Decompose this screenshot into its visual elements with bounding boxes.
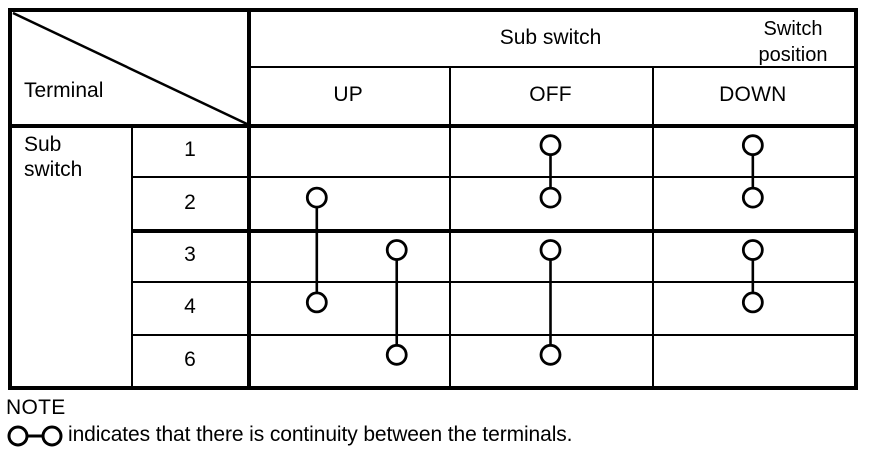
rule-column-2 [652,66,654,386]
terminal-number-1: 1 [184,138,196,162]
row-axis-label: Terminal [24,79,104,102]
terminal-number-3: 3 [184,243,196,266]
rule-terminal-number-column [131,124,133,386]
rule-row-1 [131,176,854,178]
rule-row-4 [131,334,854,336]
column-axis-label-line2: position [758,44,828,66]
terminal-number-2: 2 [184,190,196,214]
column-header-up: UP [333,83,363,106]
row-group-label-line2: switch [24,158,83,181]
rule-row-2 [131,229,854,233]
column-axis-label-line1: Switch [763,18,823,40]
note-title: NOTE [6,396,66,419]
rule-under-group-header [247,66,854,68]
rule-body-start [247,12,251,386]
continuity-symbol-icon [7,425,63,447]
note-block: NOTE indicates that there is continuity … [6,396,866,447]
note-text: indicates that there is continuity betwe… [68,422,573,446]
corner-diagonal-divider [12,12,248,126]
note-line: indicates that there is continuity betwe… [6,421,866,447]
column-axis-label: Switch position [738,16,848,68]
rule-column-1 [449,66,451,386]
column-header-off: OFF [529,83,572,106]
terminal-number-4: 4 [184,295,196,319]
switch-position-table: Switch position Terminal Sub switch UP OF… [8,8,858,390]
terminal-number-6: 6 [184,347,196,371]
rule-under-column-headers [12,124,854,128]
column-header-down: DOWN [719,83,787,106]
rule-row-3 [131,281,854,283]
column-group-header: Sub switch [499,26,602,49]
row-group-label-line1: Sub [24,133,62,156]
